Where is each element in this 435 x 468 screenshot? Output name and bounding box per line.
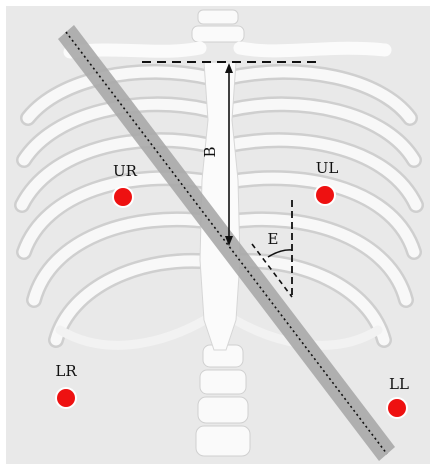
label-lower-right: LR [55,362,77,380]
label-upper-right: UR [113,162,138,180]
marker-upper-left [314,184,336,206]
angle-label: E [268,230,279,248]
label-upper-left: UL [316,159,339,177]
label-lower-left: LL [389,375,409,393]
marker-upper-right [112,186,134,208]
marker-lower-right [55,387,77,409]
marker-lower-left [386,397,408,419]
distance-label: B [201,146,219,157]
